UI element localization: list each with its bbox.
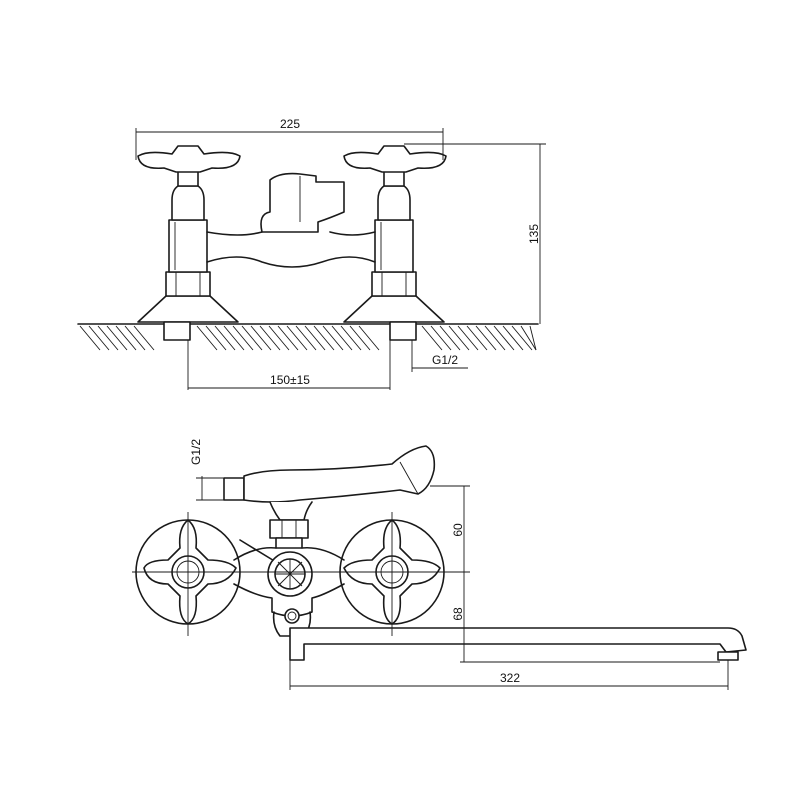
hatch-line bbox=[430, 325, 452, 351]
hatch-line bbox=[124, 325, 146, 351]
center-diverter bbox=[260, 172, 345, 233]
hatch-line bbox=[205, 325, 227, 351]
hatch-line bbox=[502, 325, 524, 351]
dim-height: 135 bbox=[404, 143, 546, 324]
dim-overall-width-label: 225 bbox=[280, 117, 300, 131]
dim-thread-top-label: G1/2 bbox=[189, 439, 203, 465]
hatch-line bbox=[223, 325, 245, 351]
spout-aerator bbox=[717, 651, 739, 661]
dim-inlet-spacing-label: 150±15 bbox=[270, 373, 310, 387]
diverter-knob[interactable] bbox=[239, 539, 313, 597]
hatch-line bbox=[241, 325, 263, 351]
hatch-line bbox=[79, 325, 101, 351]
hatch-line bbox=[475, 325, 497, 351]
top-view: G1/2 bbox=[132, 439, 747, 690]
hatch-line bbox=[457, 325, 479, 351]
dim-spout-length: 322 bbox=[289, 660, 729, 690]
hatch-line bbox=[358, 325, 380, 351]
hatch-line bbox=[421, 325, 443, 351]
dim-thread-front-label: G1/2 bbox=[432, 353, 458, 367]
outlet-port bbox=[284, 608, 300, 624]
left-cross-handle[interactable] bbox=[137, 145, 241, 173]
hatch-line bbox=[520, 325, 537, 351]
hatch-line bbox=[268, 325, 290, 351]
dim-thread-front: G1/2 bbox=[411, 340, 468, 372]
dim-spout-offset: 68 bbox=[451, 572, 720, 663]
dim-spout-offset-label: 68 bbox=[451, 607, 465, 621]
hatch-line bbox=[448, 325, 470, 351]
dim-handle-offset-label: 60 bbox=[451, 523, 465, 537]
hatch-line bbox=[196, 325, 218, 351]
dim-height-label: 135 bbox=[527, 224, 541, 244]
hatch-line bbox=[331, 325, 353, 351]
hatch-line bbox=[349, 325, 371, 351]
hatch-line bbox=[493, 325, 515, 351]
right-cross-handle[interactable] bbox=[343, 145, 447, 173]
hatch-line bbox=[313, 325, 335, 351]
hatch-line bbox=[277, 325, 299, 351]
top-hex-nut bbox=[269, 519, 309, 539]
hatch-line bbox=[340, 325, 362, 351]
hatch-line bbox=[97, 325, 119, 351]
hatch-line bbox=[466, 325, 488, 351]
dim-spout-length-label: 322 bbox=[500, 671, 520, 685]
hatch-line bbox=[214, 325, 236, 351]
dim-handle-offset: 60 bbox=[430, 485, 470, 573]
hatch-line bbox=[322, 325, 344, 351]
hatch-line bbox=[88, 325, 110, 351]
hatch-line bbox=[439, 325, 461, 351]
hatch-line bbox=[529, 325, 537, 351]
hatch-line bbox=[259, 325, 281, 351]
hatch-line bbox=[511, 325, 533, 351]
hatch-line bbox=[295, 325, 317, 351]
hatch-line bbox=[484, 325, 506, 351]
right-valve-assembly bbox=[343, 145, 447, 341]
left-valve-assembly bbox=[137, 145, 241, 341]
hatch-line bbox=[232, 325, 254, 351]
spout bbox=[289, 627, 747, 661]
hatch-line bbox=[115, 325, 137, 351]
hatch-line bbox=[304, 325, 326, 351]
dim-inlet-spacing: 150±15 bbox=[187, 340, 391, 390]
front-view: 225 135 150±15 G1/2 bbox=[77, 117, 546, 390]
hatch-line bbox=[250, 325, 272, 351]
lever-handle[interactable] bbox=[243, 445, 436, 503]
hatch-line bbox=[286, 325, 308, 351]
hatch-line bbox=[133, 325, 155, 351]
bridge-body bbox=[206, 231, 376, 268]
hatch-line bbox=[106, 325, 128, 351]
top-inlet-fitting bbox=[223, 477, 245, 501]
mounting-surface bbox=[77, 323, 539, 351]
